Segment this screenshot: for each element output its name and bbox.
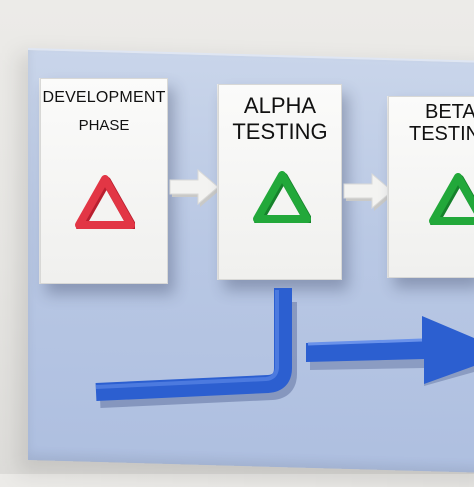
flow-arrow-icon bbox=[0, 0, 474, 474]
